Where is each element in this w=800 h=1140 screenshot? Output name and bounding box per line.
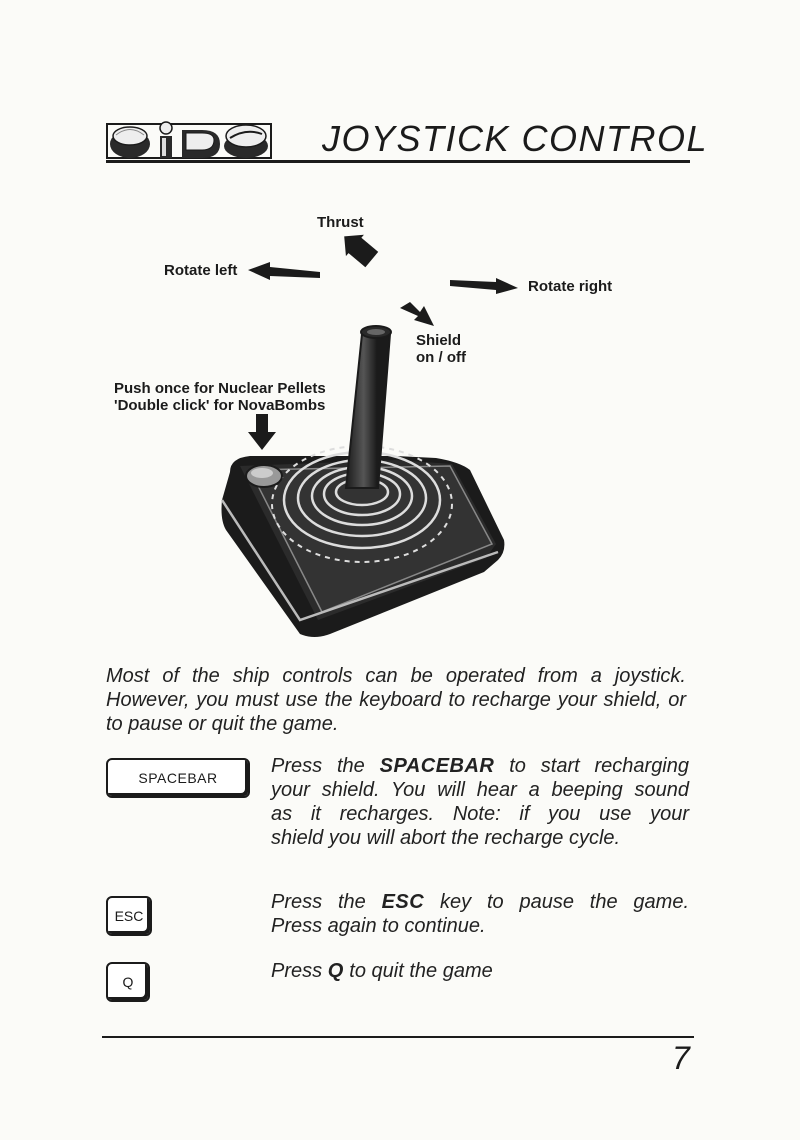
- shield-label: Shield on / off: [416, 332, 466, 366]
- intro-paragraph: Most of the ship controls can be operate…: [106, 665, 686, 735]
- shield-label-line-2: on / off: [416, 349, 466, 366]
- footer-rule: [102, 1036, 694, 1038]
- spacebar-line-3: as it recharges. Note: if you use your: [271, 803, 689, 825]
- rotate-right-label: Rotate right: [528, 278, 613, 295]
- thrust-arrow-icon: [344, 234, 379, 268]
- spacebar-line-2: your shield. You will hear a beeping sou…: [271, 779, 689, 801]
- shield-arrow-icon: [400, 302, 434, 326]
- rotate-left-arrow-icon: [248, 262, 320, 280]
- fire-label-line-1: Push once for Nuclear Pellets: [114, 380, 326, 397]
- joystick-base: [220, 445, 505, 637]
- fire-arrow-icon: [248, 414, 276, 450]
- esc-keyword: ESC: [381, 891, 425, 913]
- spacebar-keyword: SPACEBAR: [379, 755, 495, 777]
- shield-label-line-1: Shield: [416, 332, 462, 349]
- thrust-label: Thrust: [317, 214, 364, 231]
- q-keyword: Q: [327, 960, 344, 982]
- q-key-icon: Q: [106, 962, 150, 1002]
- spacebar-line-1: Press the SPACEBAR to start recharging: [271, 755, 690, 777]
- page-title: JOYSTICK CONTROL: [322, 118, 709, 159]
- esc-description: Press the ESC key to pause the game. Pre…: [271, 890, 689, 938]
- rotate-left-label: Rotate left: [164, 262, 238, 279]
- esc-line-2: Press again to continue.: [271, 915, 486, 937]
- spacebar-description: Press the SPACEBAR to start recharging y…: [271, 754, 689, 850]
- spacebar-key-icon: SPACEBAR: [106, 758, 250, 798]
- joystick-stick: [344, 325, 392, 489]
- esc-line-1: Press the ESC key to pause the game.: [271, 891, 689, 913]
- spacebar-line-4: shield you will abort the recharge cycle…: [271, 827, 621, 849]
- page-number: 7: [672, 1040, 690, 1076]
- q-description: Press Q to quit the game: [271, 960, 493, 982]
- header-rule: [106, 160, 690, 163]
- oids-logo: [106, 121, 272, 159]
- esc-key-icon: ESC: [106, 896, 152, 936]
- rotate-right-arrow-icon: [450, 278, 518, 294]
- fire-label-line-2: 'Double click' for NovaBombs: [114, 397, 326, 414]
- joystick-illustration: [220, 234, 518, 637]
